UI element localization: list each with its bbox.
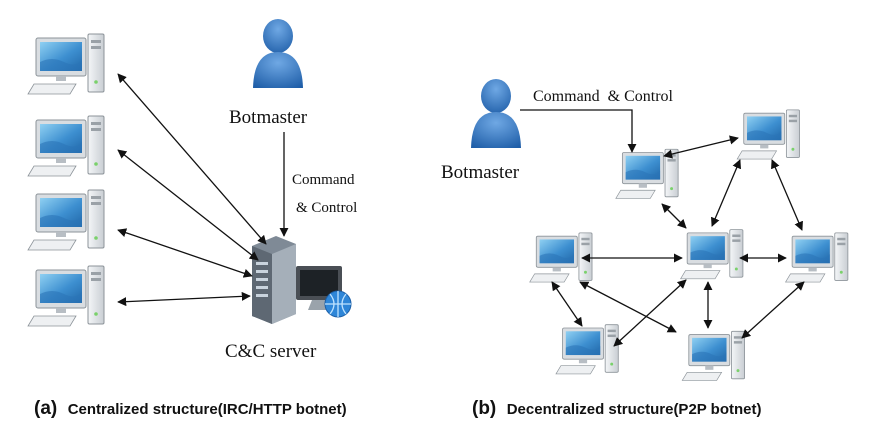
caption-b: (b) Decentralized structure(P2P botnet) <box>472 398 762 419</box>
cc-server-label: C&C server <box>225 341 317 362</box>
caption-b-letter: (b) <box>472 398 496 419</box>
peer-middle-icon <box>680 229 744 280</box>
cc-server-icon <box>251 235 352 325</box>
decentralized-diagram: Command & Control Botmaster (b) Decentra… <box>441 79 849 419</box>
botmaster-b-label: Botmaster <box>441 162 520 183</box>
peer-center-left-icon <box>615 148 679 199</box>
arrow-pc1-server <box>117 73 267 245</box>
arrow-botmaster-peer <box>520 109 637 153</box>
arrow-peer-4 <box>771 159 803 231</box>
peer-top-right-icon <box>736 109 800 160</box>
command-control-a-line2: & Control <box>296 200 357 216</box>
bot-computer-3-icon <box>27 189 105 251</box>
peer-bottom-left-icon <box>555 324 619 375</box>
command-control-b-label: Command & Control <box>533 88 674 105</box>
botmaster-a-icon <box>253 19 303 88</box>
peer-bottom-right-icon <box>681 330 745 381</box>
arrow-pc4-server <box>117 291 251 307</box>
caption-a: (a) Centralized structure(IRC/HTTP botne… <box>34 398 347 419</box>
peer-right-icon <box>785 232 849 283</box>
arrow-pc2-server <box>117 149 259 261</box>
caption-a-text: Centralized structure(IRC/HTTP botnet) <box>68 401 347 418</box>
bot-computer-1-icon <box>27 33 105 95</box>
arrow-peer-2 <box>661 203 687 229</box>
arrow-peer-8 <box>579 281 677 333</box>
arrow-peer-1 <box>663 135 739 159</box>
arrow-pc3-server <box>117 228 253 278</box>
centralized-arrows <box>117 73 289 307</box>
botmaster-a-label: Botmaster <box>229 107 308 128</box>
arrow-peer-7 <box>551 281 583 327</box>
caption-b-text: Decentralized structure(P2P botnet) <box>507 401 762 418</box>
p2p-arrows <box>520 109 805 347</box>
arrow-peer-3 <box>711 159 741 227</box>
centralized-diagram: Botmaster Command & Control C&C server (… <box>27 19 357 419</box>
arrow-peer-9 <box>613 279 687 347</box>
botmaster-b-icon <box>471 79 521 148</box>
bot-computer-4-icon <box>27 265 105 327</box>
caption-a-letter: (a) <box>34 398 57 419</box>
arrow-peer-11 <box>741 281 805 339</box>
command-control-a-line1: Command <box>292 172 355 188</box>
bot-computer-2-icon <box>27 115 105 177</box>
